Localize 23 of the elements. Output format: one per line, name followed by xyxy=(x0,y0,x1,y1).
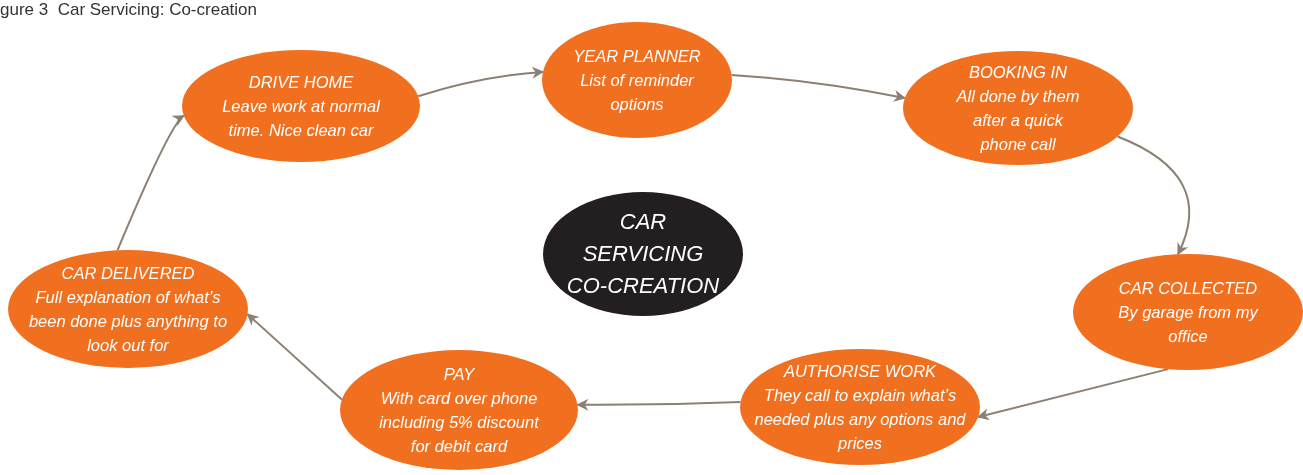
arrow xyxy=(116,114,185,252)
step-description: All done by them after a quick phone call xyxy=(955,86,1081,155)
step-heading: YEAR PLANNER xyxy=(573,46,701,67)
step-heading: AUTHORISE WORK xyxy=(783,361,937,382)
step-heading: BOOKING IN xyxy=(968,62,1068,83)
step-description: By garage from my office xyxy=(1118,302,1258,347)
step-description: With card over phone including 5% discount for debit card xyxy=(378,388,541,457)
step-heading: CAR COLLECTED xyxy=(1118,278,1258,299)
arrow xyxy=(417,66,545,98)
step-description: They call to explain what’s needed plus any options and prices xyxy=(753,385,967,454)
step-description: Leave work at normal time. Nice clean car xyxy=(221,96,382,141)
arrow xyxy=(576,398,742,411)
figure-title: gure 3 Car Servicing: Co-creation xyxy=(0,0,257,21)
step-description: Full explanation of what’s been done plus anything to look out for xyxy=(27,287,229,356)
arrow xyxy=(730,73,906,102)
arrow xyxy=(1116,135,1191,256)
center-title: CAR SERVICING CO-CREATION xyxy=(565,208,721,300)
arrow xyxy=(977,368,1170,421)
step-description: List of reminder options xyxy=(579,70,696,115)
step-heading: CAR DELIVERED xyxy=(61,263,195,284)
arrow xyxy=(246,313,343,401)
step-heading: DRIVE HOME xyxy=(248,72,354,93)
step-heading: PAY xyxy=(443,364,475,385)
